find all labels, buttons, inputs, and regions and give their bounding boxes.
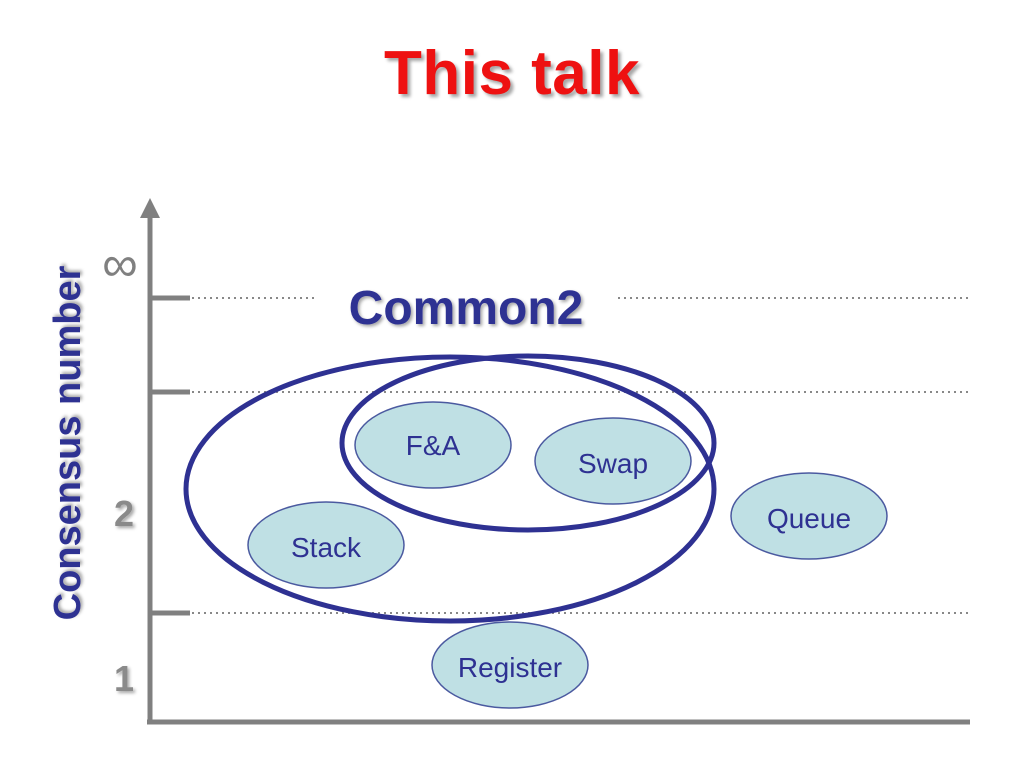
ellipsis-dot bbox=[147, 332, 153, 338]
object-node-fa: F&A bbox=[354, 401, 512, 489]
ellipsis-dot bbox=[147, 343, 153, 349]
slide-title: This talk bbox=[383, 39, 640, 108]
ellipsis-dot bbox=[147, 354, 153, 360]
y-axis-arrow-icon bbox=[140, 198, 160, 218]
object-label: Swap bbox=[578, 448, 648, 479]
tick-label-1: 1 bbox=[114, 658, 134, 699]
common2-label: Common2 bbox=[349, 282, 584, 335]
object-node-queue: Queue bbox=[730, 472, 888, 560]
object-label: Stack bbox=[291, 532, 362, 563]
infinity-symbol: ∞ bbox=[102, 236, 138, 292]
object-label: F&A bbox=[406, 430, 461, 461]
object-label: Register bbox=[458, 652, 562, 683]
common2-inner-ellipse bbox=[339, 353, 717, 533]
tick-label-2: 2 bbox=[114, 493, 134, 534]
common2-outer-ellipse bbox=[183, 354, 717, 624]
common2-label-bg bbox=[318, 276, 618, 328]
object-label: Queue bbox=[767, 503, 851, 534]
object-node-register: Register bbox=[431, 621, 589, 709]
object-node-swap: Swap bbox=[534, 417, 692, 505]
y-axis-label: Consensus number bbox=[47, 265, 89, 620]
object-node-stack: Stack bbox=[247, 501, 405, 589]
